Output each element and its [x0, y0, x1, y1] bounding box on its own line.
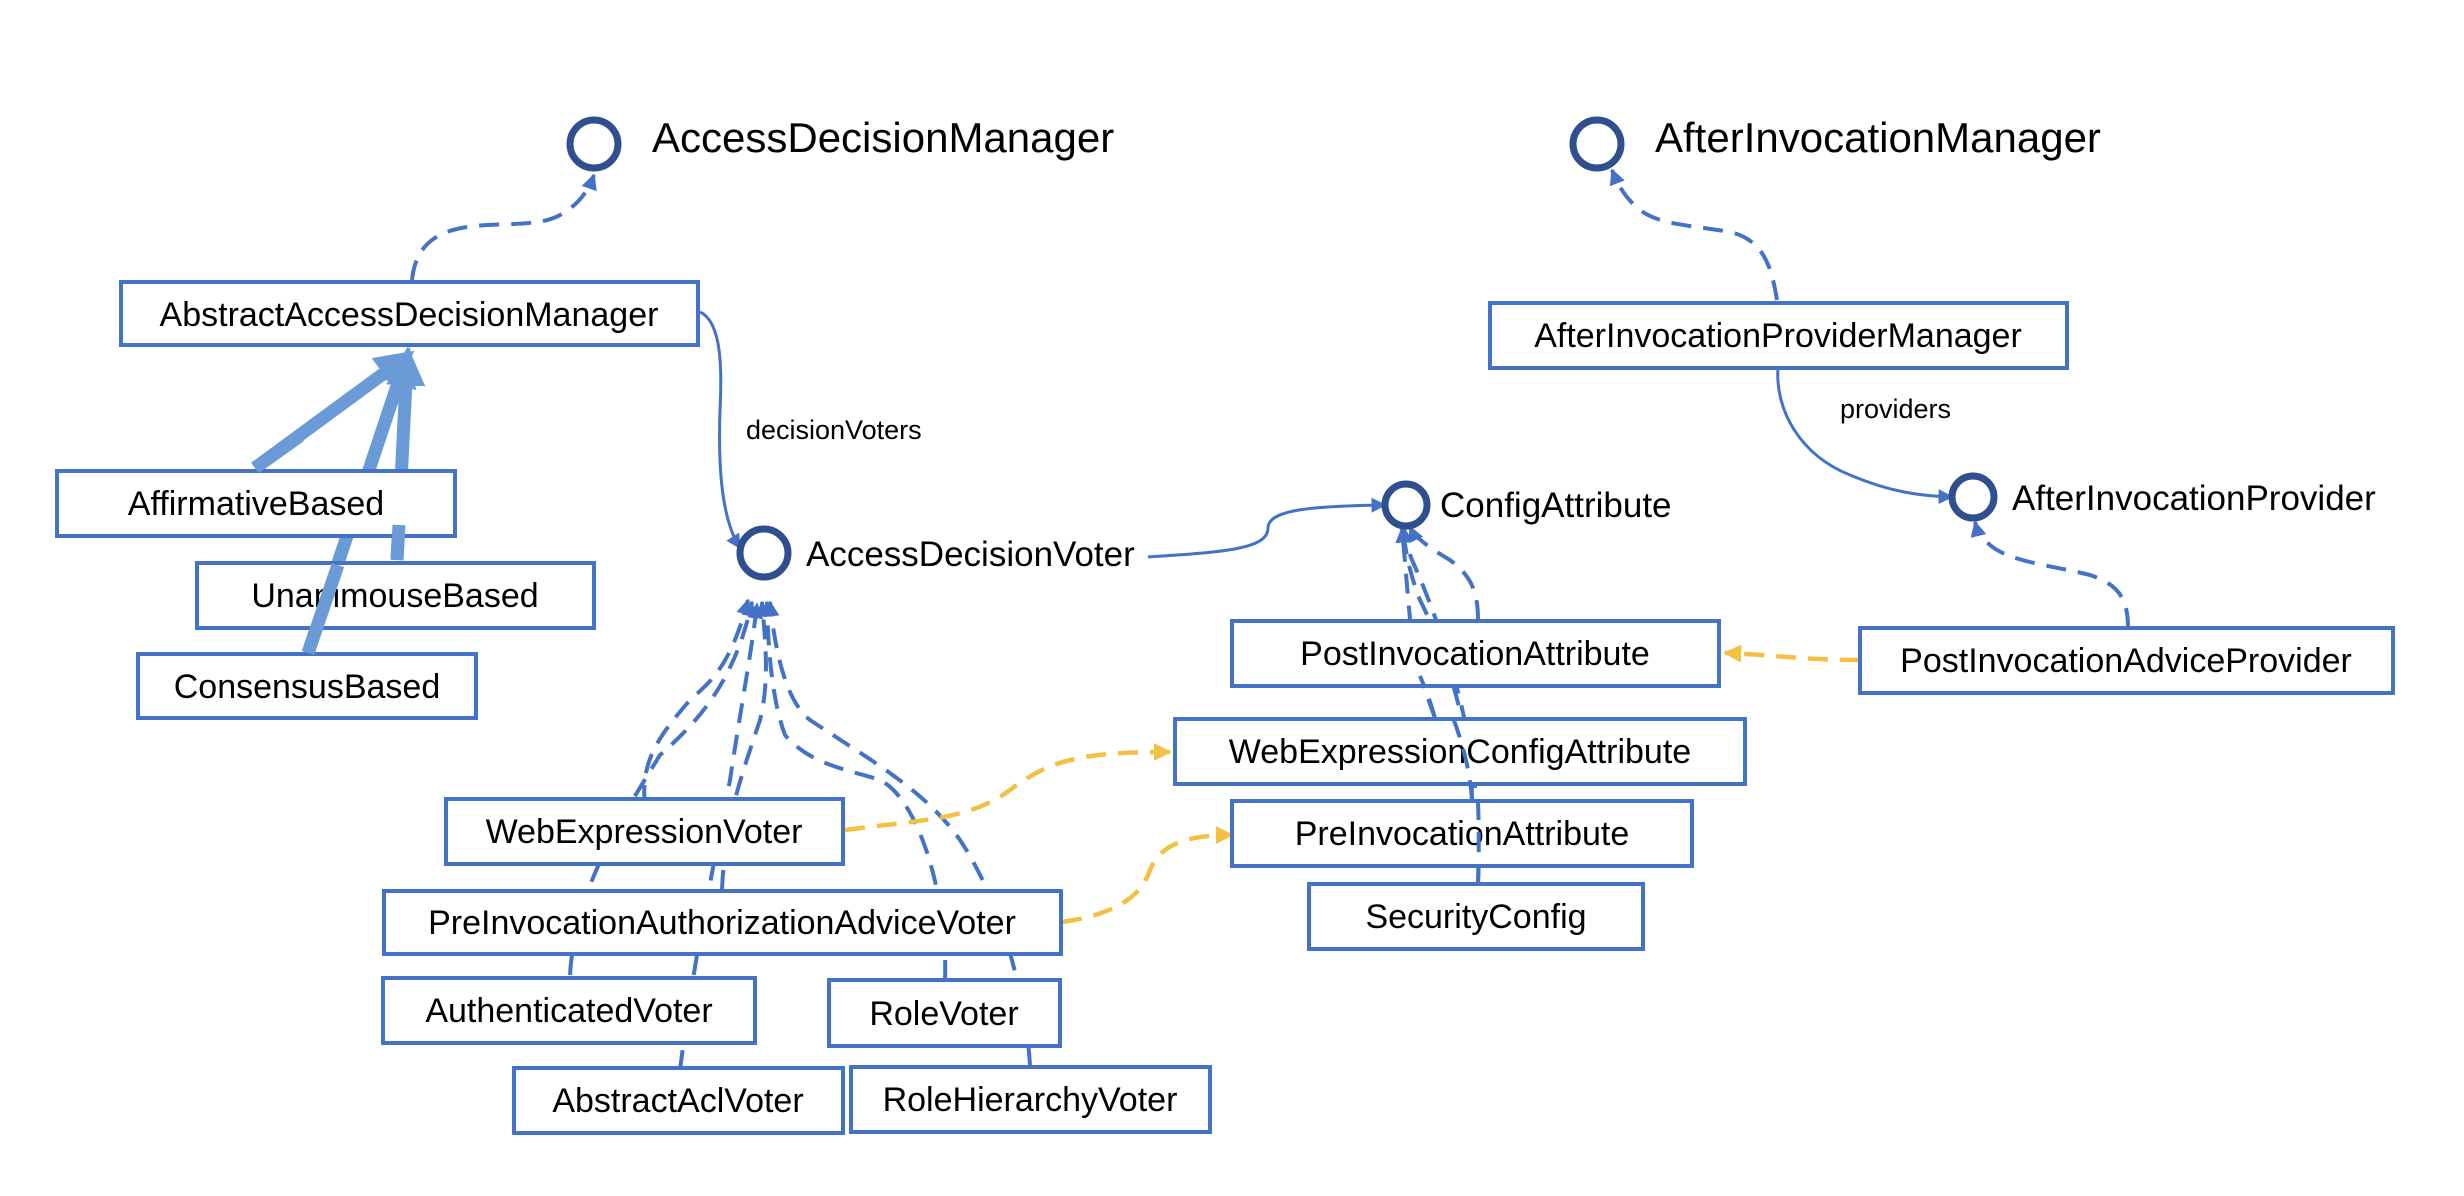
realization-overlay-security — [1476, 799, 1481, 885]
class-label: SecurityConfig — [1365, 898, 1586, 936]
realization-provider-manager-to-aim — [1609, 168, 1779, 301]
class-label: PreInvocationAttribute — [1295, 815, 1630, 853]
interface-label: AccessDecisionVoter — [806, 535, 1135, 574]
interface-circle-icon — [566, 116, 622, 172]
association-providers — [1776, 367, 1954, 505]
interface-circle-icon — [1381, 480, 1431, 530]
interface-circle-icon — [1948, 472, 1998, 522]
realization-post-advice-provider — [1970, 520, 2130, 629]
interface-config-attribute: ConfigAttribute — [1381, 480, 1672, 530]
class-label: UnanimouseBased — [251, 577, 538, 615]
association-decision-voters — [699, 310, 742, 550]
class-label: PreInvocationAuthorizationAdviceVoter — [428, 904, 1016, 942]
interface-circle-icon — [1569, 116, 1625, 172]
realization-abstract-acl-voter — [678, 602, 764, 1071]
class-label: RoleHierarchyVoter — [883, 1081, 1178, 1119]
realization-web-expression-voter — [642, 598, 753, 806]
class-abstract-access-decision-manager: AbstractAccessDecisionManager — [119, 280, 700, 347]
class-label: RoleVoter — [869, 995, 1018, 1033]
class-consensus-based: ConsensusBased — [136, 652, 478, 720]
class-affirmative-based: AffirmativeBased — [55, 469, 457, 538]
interface-after-invocation-manager: AfterInvocationManager — [1569, 114, 2101, 172]
class-pre-invocation-authorization-advice-voter: PreInvocationAuthorizationAdviceVoter — [382, 889, 1063, 956]
class-label: AuthenticatedVoter — [425, 992, 712, 1030]
inheritance-unanimouse-overlay — [390, 524, 406, 561]
class-role-voter: RoleVoter — [827, 978, 1062, 1048]
class-abstract-acl-voter: AbstractAclVoter — [512, 1066, 845, 1135]
class-web-expression-voter: WebExpressionVoter — [444, 797, 845, 866]
class-label: WebExpressionConfigAttribute — [1229, 733, 1691, 771]
dependency-web-expression-voter-to-config-attr — [844, 743, 1172, 833]
class-after-invocation-provider-manager: AfterInvocationProviderManager — [1488, 301, 2069, 370]
interface-label: AccessDecisionManager — [652, 114, 1114, 161]
class-web-expression-config-attribute: WebExpressionConfigAttribute — [1173, 717, 1747, 786]
interface-after-invocation-provider: AfterInvocationProvider — [1948, 472, 2376, 522]
inheritance-affirmative-overlay — [251, 430, 304, 474]
class-label: ConsensusBased — [174, 668, 441, 706]
association-label-decision-voters: decisionVoters — [746, 415, 922, 445]
interface-circle-icon — [736, 525, 792, 581]
inheritance-consensus-overlay — [301, 562, 345, 656]
class-role-hierarchy-voter: RoleHierarchyVoter — [849, 1065, 1212, 1134]
interface-label: ConfigAttribute — [1440, 486, 1672, 525]
realization-overlay-pre-attr — [1448, 709, 1474, 801]
class-label: PostInvocationAttribute — [1300, 635, 1650, 673]
dependency-preinvocation-voter-to-pre-attr — [1061, 826, 1234, 925]
class-label: AfterInvocationProviderManager — [1534, 317, 2022, 355]
realization-role-voter — [759, 600, 948, 981]
class-label: AbstractAccessDecisionManager — [160, 296, 659, 334]
class-unanimouse-based: UnanimouseBased — [195, 561, 596, 630]
realization-abstract-adm-to-adm — [410, 173, 597, 281]
interface-label: AfterInvocationManager — [1655, 114, 2101, 161]
class-post-invocation-advice-provider: PostInvocationAdviceProvider — [1858, 626, 2395, 695]
realization-role-hierarchy-voter — [763, 600, 1032, 1066]
class-security-config: SecurityConfig — [1307, 882, 1645, 951]
interface-access-decision-voter: AccessDecisionVoter — [736, 525, 1135, 581]
class-label: PostInvocationAdviceProvider — [1900, 642, 2352, 680]
dependency-post-advice-provider-to-post-attr — [1723, 644, 1861, 663]
interface-access-decision-manager: AccessDecisionManager — [566, 114, 1114, 172]
realization-overlay-web-expr-attr — [1418, 675, 1437, 719]
class-post-invocation-attribute: PostInvocationAttribute — [1230, 619, 1721, 688]
realization-post-invocation-attribute — [1408, 525, 1480, 621]
association-label-providers: providers — [1840, 394, 1951, 424]
interface-label: AfterInvocationProvider — [2012, 479, 2376, 518]
class-label: AffirmativeBased — [128, 485, 384, 523]
class-label: WebExpressionVoter — [486, 813, 803, 851]
class-authenticated-voter: AuthenticatedVoter — [381, 976, 757, 1045]
association-voter-to-config-attribute — [1147, 497, 1387, 559]
class-label: AbstractAclVoter — [552, 1082, 803, 1120]
class-pre-invocation-attribute: PreInvocationAttribute — [1230, 799, 1694, 868]
overlay-connectors — [251, 430, 1481, 885]
